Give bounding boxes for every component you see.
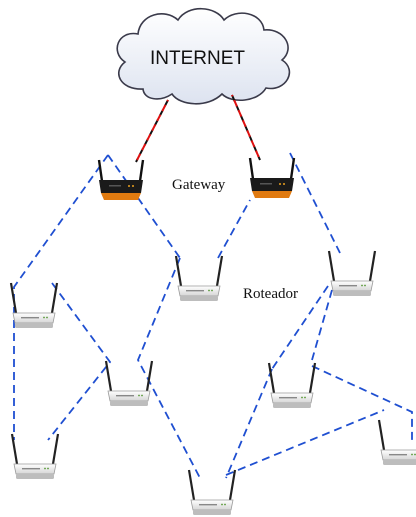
mesh-link (137, 257, 201, 479)
router-right-top (327, 249, 377, 298)
uplink-left (135, 99, 169, 163)
internet-label: INTERNET (150, 48, 245, 69)
router-far-right (377, 418, 416, 467)
router-mid (104, 359, 154, 408)
gateway-right (248, 156, 296, 200)
mesh-link (311, 365, 413, 440)
mesh-link (225, 409, 385, 476)
router-bottom-right-mid (267, 361, 317, 410)
uplink-right (231, 94, 261, 161)
mesh-link (289, 152, 341, 254)
mesh-link (107, 154, 181, 259)
mesh-link (13, 154, 109, 440)
internet-cloud: INTERNET (116, 7, 291, 105)
router-bottom-left (10, 432, 60, 481)
uplinks (135, 94, 261, 163)
router-bottom-center (187, 468, 237, 517)
mesh-links (13, 152, 413, 479)
router-label: Roteador (243, 286, 298, 302)
mesh-link (47, 282, 112, 441)
mesh-link (225, 368, 273, 479)
router-center (174, 254, 224, 303)
router-left-top (9, 281, 59, 330)
mesh-link (271, 285, 329, 370)
mesh-link (217, 199, 251, 259)
mesh-link (311, 289, 333, 361)
gateway-left (97, 158, 145, 202)
gateway-label: Gateway (172, 177, 226, 193)
